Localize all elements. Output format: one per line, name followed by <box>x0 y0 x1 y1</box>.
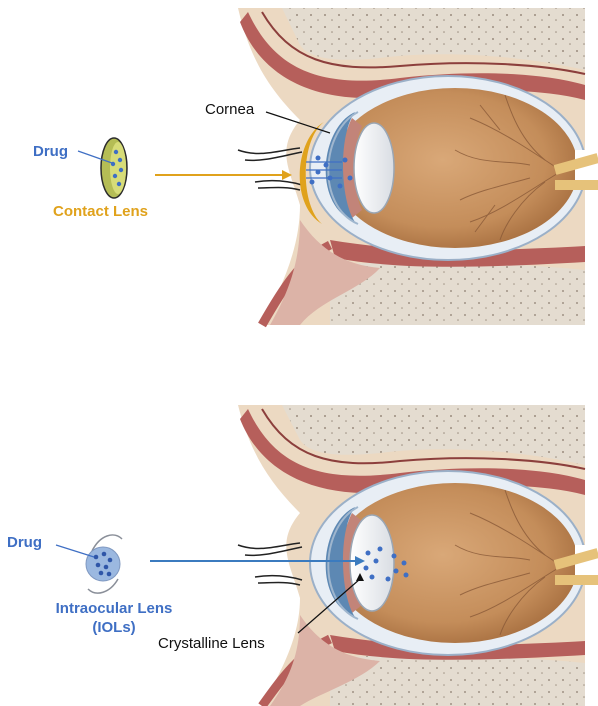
intraocular-lens-panel: Drug Intraocular Lens (IOLs) Crystalline… <box>0 353 598 706</box>
contact-lens-label: Contact Lens <box>53 204 148 219</box>
intraocular-lens-label: Intraocular Lens (IOLs) <box>34 599 194 637</box>
contact-lens-icon <box>101 138 127 198</box>
eye-cross-section-icon <box>0 0 598 353</box>
arrow-right-icon <box>155 170 292 180</box>
crystalline-lens-label: Crystalline Lens <box>158 636 265 651</box>
eye-cross-section-icon <box>0 353 598 706</box>
contact-lens-panel: Drug Contact Lens Cornea <box>0 0 598 353</box>
drug-label: Drug <box>7 535 42 550</box>
intraocular-lens-label-line1: Intraocular Lens <box>34 599 194 618</box>
intraocular-lens-icon <box>86 535 122 593</box>
drug-label: Drug <box>33 144 68 159</box>
cornea-label: Cornea <box>205 102 254 117</box>
